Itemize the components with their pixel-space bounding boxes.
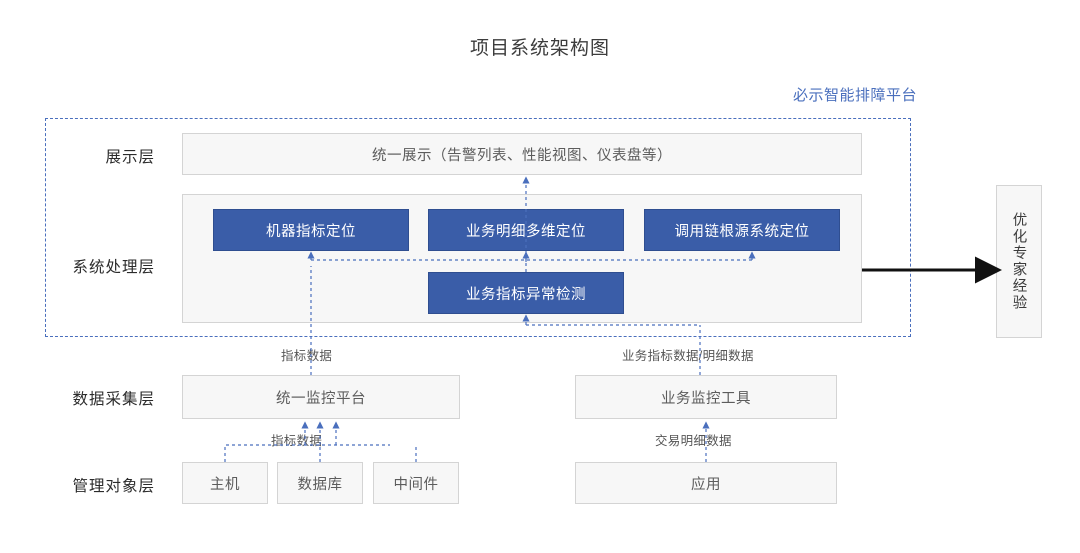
platform-label: 必示智能排障平台 [792, 87, 917, 104]
edge-label-metric-data-bottom: 指标数据 [268, 430, 326, 449]
row-label-display-layer: 展示层 [105, 149, 155, 166]
page-title: 项目系统架构图 [469, 38, 610, 59]
node-business-monitor-tool[interactable]: 业务监控工具 [575, 375, 837, 419]
edge-label-trade-detail-data: 交易明细数据 [655, 434, 732, 448]
node-unified-monitor-platform[interactable]: 统一监控平台 [182, 375, 460, 419]
node-unified-view[interactable]: 统一展示（告警列表、性能视图、仪表盘等） [182, 133, 862, 175]
node-application[interactable]: 应用 [575, 462, 837, 504]
edge-label-metric-data-top: 指标数据 [281, 349, 333, 363]
node-optimization-expert-experience[interactable]: 优化专家经验 [996, 185, 1042, 338]
row-label-manage-layer: 管理对象层 [72, 478, 155, 495]
node-trace-root-locate[interactable]: 调用链根源系统定位 [644, 209, 840, 251]
node-machine-metric-locate[interactable]: 机器指标定位 [213, 209, 409, 251]
platform-boundary [45, 118, 911, 337]
row-label-process-layer: 系统处理层 [72, 259, 155, 276]
node-middleware[interactable]: 中间件 [373, 462, 459, 504]
node-business-detail-locate[interactable]: 业务明细多维定位 [428, 209, 624, 251]
edge-label-business-metric-detail: 业务指标数据/明细数据 [622, 349, 754, 363]
row-label-collect-layer: 数据采集层 [72, 391, 155, 408]
node-host[interactable]: 主机 [182, 462, 268, 504]
node-business-anomaly-detect[interactable]: 业务指标异常检测 [428, 272, 624, 314]
node-database[interactable]: 数据库 [277, 462, 363, 504]
